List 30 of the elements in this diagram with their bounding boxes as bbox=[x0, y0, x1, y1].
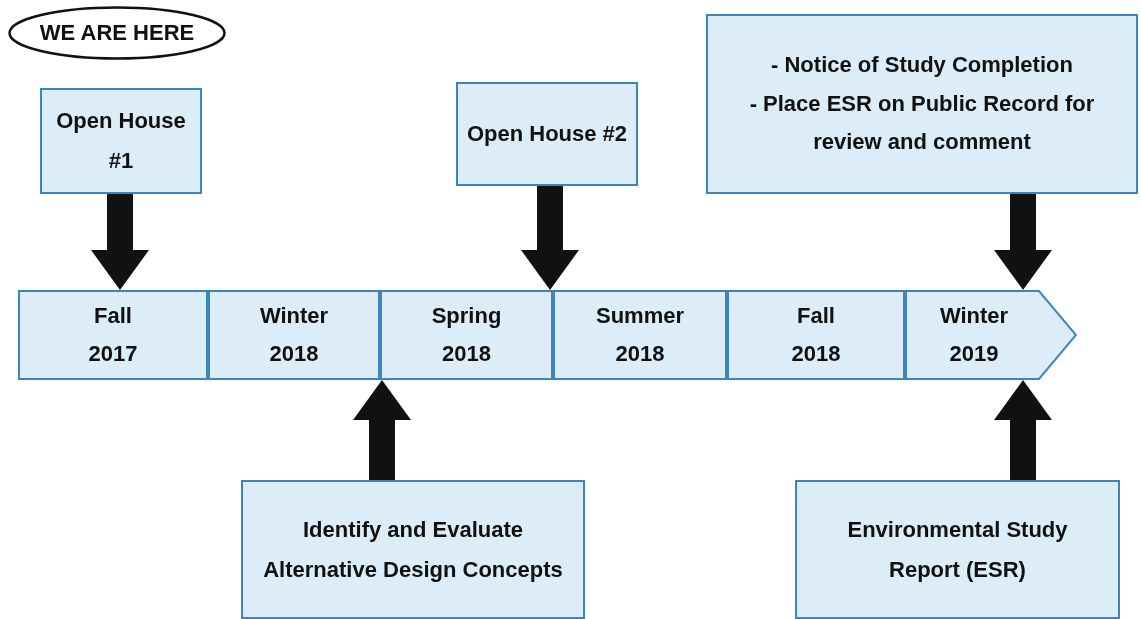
period-label: Winter 2018 bbox=[258, 301, 330, 368]
milestone-box bbox=[456, 82, 638, 186]
block-arrow bbox=[994, 194, 1052, 290]
timeline-segment bbox=[727, 290, 905, 380]
milestone-text: Open House #2 bbox=[466, 120, 628, 149]
period-label: Spring 2018 bbox=[430, 301, 503, 368]
period-label: Winter 2019 bbox=[938, 301, 1010, 368]
timeline-segment bbox=[553, 290, 727, 380]
milestone-text: Identify and Evaluate Alternative Design Concepts bbox=[263, 515, 563, 584]
milestone-box bbox=[795, 480, 1120, 619]
milestone-text: Environmental Study Report (ESR) bbox=[846, 515, 1069, 584]
milestone-text: - Notice of Study Completion bbox=[771, 51, 1073, 80]
block-arrow bbox=[994, 380, 1052, 480]
timeline-segment bbox=[380, 290, 553, 380]
timeline-segment bbox=[208, 290, 380, 380]
timeline-segment bbox=[18, 290, 208, 380]
period-label: Fall 2018 bbox=[790, 301, 842, 368]
milestone-text: - Place ESR on Public Record for review and comment bbox=[748, 89, 1096, 157]
period-label: Fall 2017 bbox=[87, 301, 139, 368]
block-arrow bbox=[353, 380, 411, 480]
period-label: Summer 2018 bbox=[595, 301, 685, 368]
status-ellipse bbox=[8, 6, 226, 60]
block-arrow bbox=[91, 194, 149, 290]
milestone-box bbox=[241, 480, 585, 619]
timeline-arrow-segment bbox=[905, 290, 1077, 380]
milestone-box bbox=[40, 88, 202, 194]
block-arrow bbox=[521, 186, 579, 290]
milestone-text: Open House #1 bbox=[55, 107, 187, 175]
milestone-box bbox=[706, 14, 1138, 194]
status-label: WE ARE HERE bbox=[39, 19, 195, 47]
